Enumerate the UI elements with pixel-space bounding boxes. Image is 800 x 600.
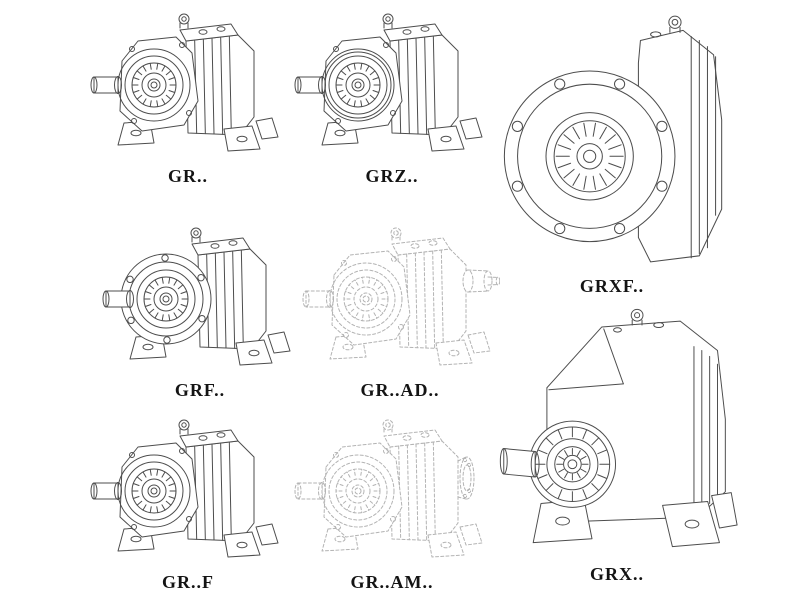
gram-label: GR..AM.. bbox=[350, 572, 434, 592]
grx-gear-unit-drawing bbox=[499, 308, 738, 548]
figure-grxf: GRXF.. bbox=[488, 6, 736, 297]
grx-label: GRX.. bbox=[590, 564, 644, 584]
gr-label: GR.. bbox=[168, 166, 208, 186]
gr-helical-gear-unit-drawing bbox=[90, 13, 279, 152]
figure-gr: GR.. bbox=[88, 8, 288, 187]
gr-ad-gear-unit-ghost-drawing bbox=[302, 227, 500, 366]
grz-label: GRZ.. bbox=[365, 166, 419, 186]
figure-grf: GRF.. bbox=[100, 222, 300, 401]
grxf-flange-gear-unit-drawing bbox=[503, 15, 723, 263]
figure-grx: GRX.. bbox=[492, 300, 742, 585]
grf-flange-gear-unit-drawing bbox=[102, 227, 291, 366]
figure-grf-foot: GR..F bbox=[88, 414, 288, 593]
figure-grz: GRZ.. bbox=[292, 8, 492, 187]
figure-grad: GR..AD.. bbox=[300, 222, 500, 401]
grz-helical-gear-unit-drawing bbox=[294, 13, 483, 152]
grad-label: GR..AD.. bbox=[360, 380, 440, 400]
figure-gram: GR..AM.. bbox=[292, 414, 492, 593]
gr-am-gear-unit-ghost-drawing bbox=[294, 419, 483, 558]
grft-label: GR..F bbox=[162, 572, 214, 592]
grf-label: GRF.. bbox=[174, 380, 226, 400]
grxf-label: GRXF.. bbox=[579, 276, 645, 296]
gr-f-gear-unit-drawing bbox=[90, 419, 279, 558]
